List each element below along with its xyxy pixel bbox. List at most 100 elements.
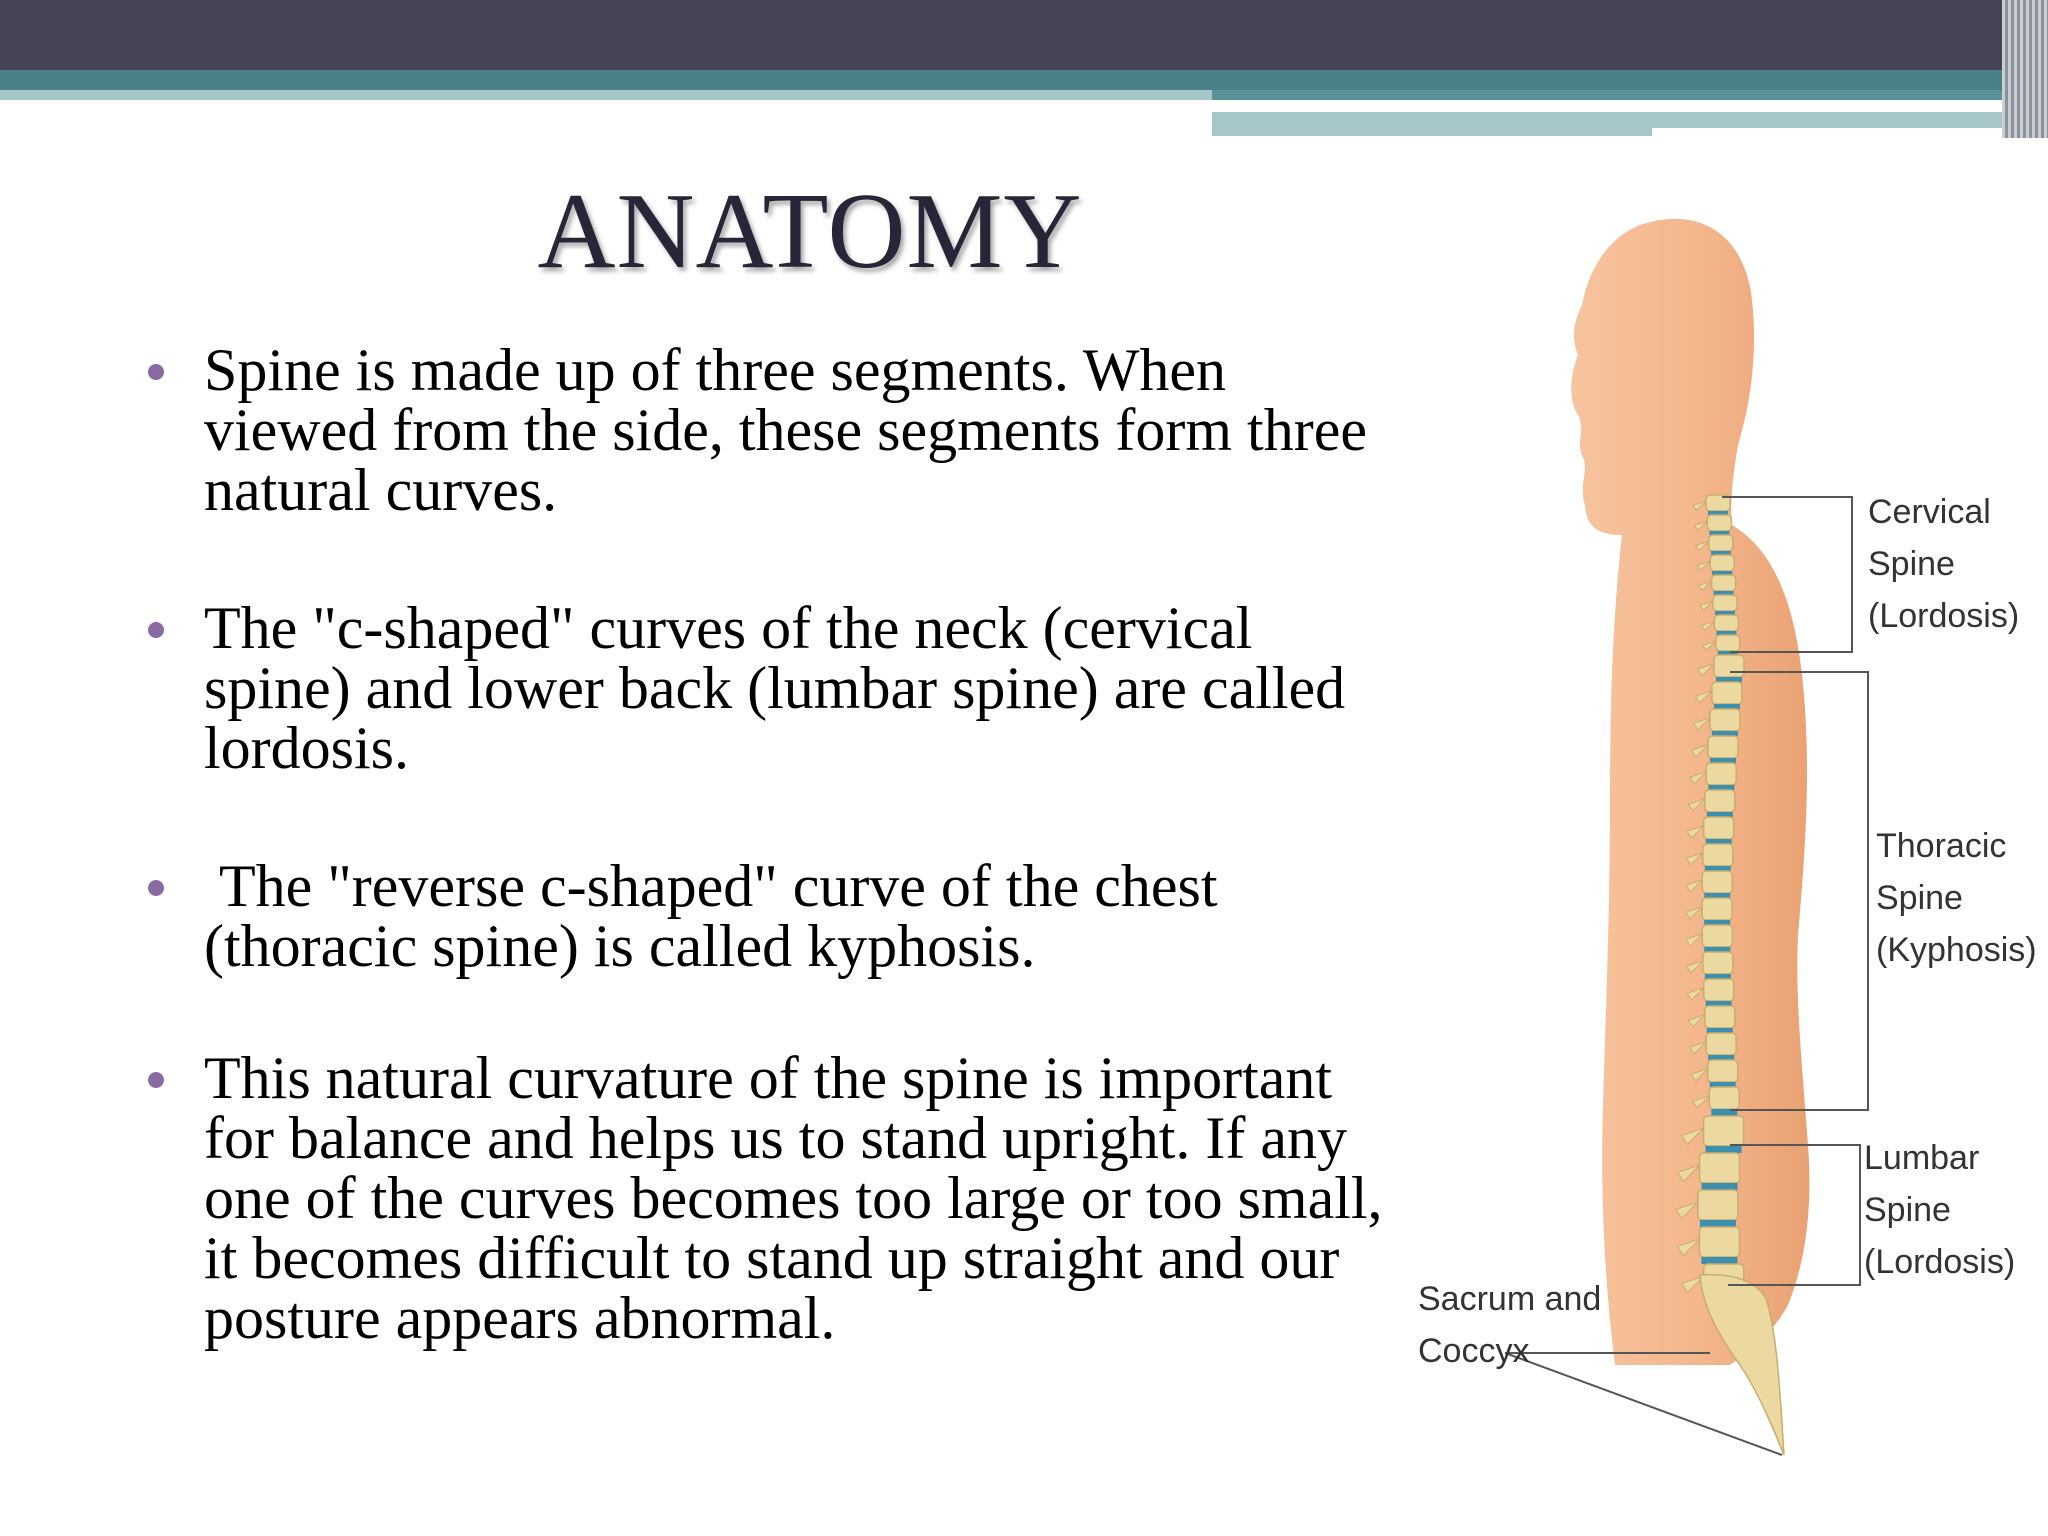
vertebra — [1713, 614, 1740, 632]
vertebra-process — [1685, 933, 1703, 947]
vertebra-process — [1680, 1275, 1705, 1294]
intervertebral-disc — [1701, 1257, 1738, 1264]
vertebra — [1707, 735, 1739, 759]
vertebra-process — [1685, 852, 1704, 866]
intervertebral-disc — [1716, 677, 1742, 682]
vertebra — [1702, 843, 1734, 867]
vertebra-process — [1692, 1095, 1710, 1109]
vertebra-process — [1685, 960, 1704, 974]
intervertebral-disc — [1709, 1082, 1736, 1087]
intervertebral-disc — [1706, 1028, 1733, 1033]
intervertebral-disc — [1705, 1001, 1732, 1006]
intervertebral-disc — [1705, 839, 1732, 844]
vertebra-process — [1698, 600, 1714, 611]
intervertebral-disc — [1708, 1055, 1735, 1060]
intervertebral-disc — [1705, 1146, 1742, 1153]
bullet-dot — [148, 880, 164, 896]
bullet-item: Spine is made up of three segments. When… — [148, 340, 1408, 520]
body-silhouette — [1571, 218, 1810, 1365]
bullet-item: This natural curvature of the spine is i… — [148, 1048, 1408, 1348]
vertebra — [1704, 789, 1736, 813]
header-corner-stripes — [2002, 0, 2048, 138]
intervertebral-disc — [1708, 511, 1728, 515]
vertebra-process — [1676, 1238, 1700, 1257]
intervertebral-disc — [1716, 631, 1737, 635]
vertebra-process — [1688, 1041, 1707, 1055]
vertebra — [1701, 897, 1733, 921]
spine — [1675, 494, 1785, 1456]
intervertebral-disc — [1706, 812, 1733, 817]
intervertebral-disc — [1704, 893, 1731, 898]
vertebra-process — [1680, 1127, 1704, 1146]
label-leader-lines — [1504, 496, 1869, 1456]
bullet-dot — [148, 622, 164, 638]
vertebra — [1698, 1152, 1741, 1184]
vertebra — [1706, 514, 1733, 532]
bullet-text: Spine is made up of three segments. When… — [204, 337, 1367, 523]
slide-title: ANATOMY — [537, 172, 1083, 291]
vertebra — [1709, 708, 1741, 732]
intervertebral-disc — [1710, 551, 1731, 555]
intervertebral-disc — [1704, 947, 1731, 952]
vertebra — [1708, 534, 1734, 552]
vertebra — [1697, 1189, 1739, 1221]
vertebra-process — [1692, 717, 1711, 731]
header-bar — [0, 0, 2048, 70]
spine-anatomy-illustration: Cervical Spine (Lordosis) Thoracic Spine… — [1418, 218, 2037, 1456]
bullet-dot — [148, 364, 164, 380]
intervertebral-disc — [1709, 758, 1736, 763]
sacrum-coccyx — [1699, 1273, 1785, 1456]
intervertebral-disc — [1712, 571, 1733, 575]
intervertebral-disc — [1701, 1183, 1738, 1190]
header-light-band — [0, 90, 1212, 100]
vertebra — [1711, 681, 1743, 705]
label-thoracic: Thoracic Spine (Kyphosis) — [1876, 827, 2037, 969]
vertebra-process — [1685, 879, 1703, 893]
label-sacrum-coccyx: Sacrum and Coccyx — [1418, 1280, 1611, 1370]
vertebra — [1704, 1005, 1736, 1029]
header-accent-band-right — [1212, 90, 2012, 100]
intervertebral-disc — [1711, 731, 1738, 736]
vertebra-process — [1687, 798, 1706, 812]
vertebra — [1709, 554, 1735, 572]
intervertebral-disc — [1704, 920, 1731, 925]
bullet-text: The "c-shaped" curves of the neck (cervi… — [204, 595, 1346, 781]
vertebra — [1702, 978, 1735, 1002]
vertebra-process — [1690, 744, 1709, 758]
intervertebral-disc — [1713, 704, 1740, 709]
header-gap-right-inner — [1652, 128, 2012, 136]
vertebra-process — [1684, 906, 1703, 920]
vertebra-process — [1689, 771, 1707, 785]
vertebra — [1705, 1032, 1737, 1056]
vertebra — [1702, 1115, 1745, 1147]
vertebra-process — [1697, 580, 1712, 591]
label-lumbar: Lumbar Spine (Lordosis) — [1864, 1139, 2015, 1281]
vertebra — [1713, 654, 1745, 678]
vertebra-process — [1694, 540, 1710, 551]
intervertebral-disc — [1699, 1220, 1736, 1227]
vertebra-process — [1694, 690, 1713, 704]
vertebra — [1715, 634, 1741, 652]
vertebra — [1710, 574, 1737, 592]
vertebra-process — [1676, 1164, 1700, 1183]
bullet-text: This natural curvature of the spine is i… — [204, 1045, 1383, 1351]
intervertebral-disc — [1715, 611, 1735, 615]
intervertebral-disc — [1713, 591, 1734, 595]
vertebra — [1702, 951, 1734, 975]
bullet-list: Spine is made up of three segments. When… — [148, 340, 1408, 1426]
vertebra-process — [1696, 560, 1711, 571]
vertebra-process — [1686, 987, 1705, 1001]
intervertebral-disc — [1717, 651, 1738, 655]
header-accent-band — [0, 70, 2048, 90]
vertebra-process — [1693, 520, 1708, 531]
vertebra — [1701, 870, 1734, 894]
vertebra — [1701, 924, 1734, 948]
vertebra-process — [1687, 1014, 1706, 1028]
bullet-item: The "c-shaped" curves of the neck (cervi… — [148, 598, 1408, 778]
intervertebral-disc — [1708, 785, 1735, 790]
header-gap-right — [1212, 100, 2012, 112]
intervertebral-disc — [1704, 974, 1731, 979]
vertebra-process — [1691, 500, 1707, 511]
vertebra-process — [1686, 825, 1705, 839]
bullet-text: The "reverse c-shaped" curve of the ches… — [204, 853, 1233, 979]
